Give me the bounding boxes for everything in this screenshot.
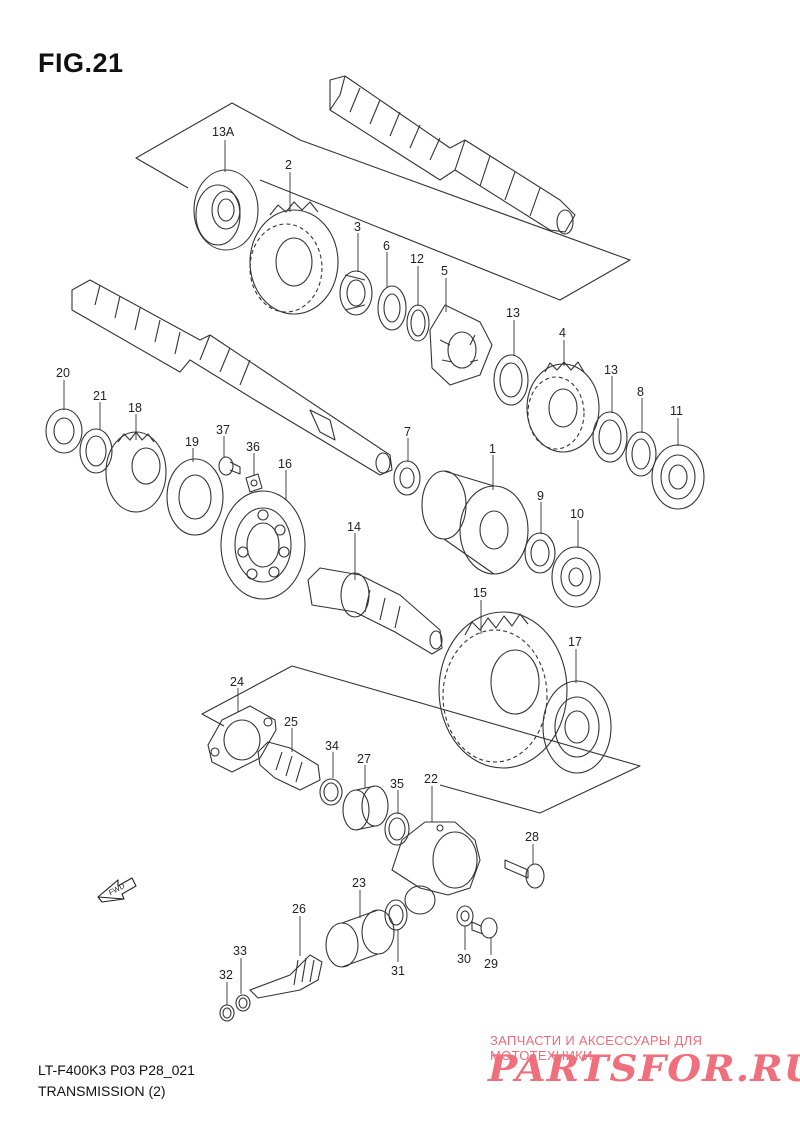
part-29-bolt [471, 917, 498, 939]
callout-35: 35 [390, 777, 404, 791]
callout-12: 12 [410, 252, 424, 266]
part-26-driven-gear [249, 954, 323, 999]
top-assembly-bracket [135, 102, 631, 301]
callout-36: 36 [246, 440, 260, 454]
callout-34: 34 [325, 739, 339, 753]
callout-4: 4 [559, 326, 566, 340]
part-13a-bearing [193, 169, 259, 251]
part-31-o-ring [384, 899, 408, 931]
part-12-circlip [406, 304, 430, 342]
figure-title: FIG.21 [38, 48, 124, 78]
callout-11: 11 [670, 404, 683, 418]
part-22-housing [391, 821, 481, 915]
part-28-bolt [504, 859, 545, 889]
callout-21: 21 [93, 389, 107, 403]
part-23-sleeve [325, 909, 395, 968]
callout-27: 27 [357, 752, 371, 766]
part-1-gear [421, 470, 529, 575]
part-13-washer-right [592, 411, 628, 463]
part-16-bearing [220, 490, 306, 600]
footer-section-title: TRANSMISSION (2) [38, 1083, 166, 1099]
part-3-bushing [339, 270, 373, 316]
part-7-washer [393, 460, 421, 496]
callout-19: 19 [185, 435, 199, 449]
callout-25: 25 [284, 715, 298, 729]
callout-33: 33 [233, 944, 247, 958]
part-34-o-ring [319, 778, 343, 806]
part-14-output-shaft [307, 567, 443, 655]
part-10-bearing [551, 546, 601, 608]
part-11-bearing [651, 444, 705, 510]
callout-16: 16 [278, 457, 292, 471]
callout-15: 15 [473, 586, 487, 600]
callout-24: 24 [230, 675, 244, 689]
callout-28: 28 [525, 830, 539, 844]
callout-2: 2 [285, 158, 292, 172]
part-24-gasket [207, 705, 277, 773]
callout-20: 20 [56, 366, 70, 380]
callout-5: 5 [441, 264, 448, 278]
callout-8: 8 [637, 385, 644, 399]
callout-13-right: 13 [604, 363, 618, 377]
footer-model-code: LT-F400K3 P03 P28_021 [38, 1062, 195, 1078]
part-37-bolt [218, 456, 241, 476]
part-35-o-ring [384, 812, 410, 846]
callout-7: 7 [404, 425, 411, 439]
bottom-assembly-bracket [201, 665, 641, 814]
part-21-washer [79, 428, 113, 474]
part-2-gear [249, 201, 339, 315]
callout-23: 23 [352, 876, 366, 890]
watermark-brand[interactable]: PARTSFOR.RU [488, 1048, 800, 1090]
callout-37: 37 [216, 423, 230, 437]
fwd-arrow-icon [97, 877, 137, 903]
callout-10: 10 [570, 507, 584, 521]
callout-18: 18 [128, 401, 142, 415]
callout-26: 26 [292, 902, 306, 916]
callout-14: 14 [347, 520, 361, 534]
part-9-washer [524, 532, 556, 574]
callout-3: 3 [354, 220, 361, 234]
part-20-seal [45, 408, 83, 454]
watermark-tagline: ЗАПЧАСТИ И АКСЕССУАРЫ ДЛЯ МОТОТЕХНИКИ [490, 1033, 703, 1063]
part-6-washer [377, 285, 407, 331]
callout-9: 9 [537, 489, 544, 503]
countershaft-top [329, 75, 576, 235]
callout-29: 29 [484, 957, 498, 971]
part-13-washer-top [493, 354, 529, 406]
leader-lines [63, 140, 679, 1005]
part-32-washer [219, 1004, 235, 1022]
part-30-washer [456, 905, 474, 927]
callout-32: 32 [219, 968, 233, 982]
part-18-sprocket [105, 431, 167, 513]
part-5-gear [429, 304, 493, 386]
part-19-washer [166, 458, 224, 536]
callout-13a: 13A [212, 125, 235, 139]
part-25-drive-gear [257, 741, 321, 791]
driveshaft-middle [71, 279, 393, 476]
callout-labels: 13A 2 3 6 12 5 13 4 13 8 11 20 21 18 19 … [56, 125, 683, 982]
callout-31: 31 [391, 964, 405, 978]
callout-1: 1 [489, 442, 496, 456]
part-8-washer [625, 431, 657, 477]
callout-6: 6 [383, 239, 390, 253]
part-33-washer [235, 994, 251, 1012]
part-4-gear [526, 361, 600, 453]
callout-17: 17 [568, 635, 582, 649]
part-17-bearing [542, 680, 612, 774]
part-36-lock-washer [245, 473, 263, 493]
callout-22: 22 [424, 772, 438, 786]
callout-13-top: 13 [506, 306, 520, 320]
callout-30: 30 [457, 952, 471, 966]
part-27-bushing [342, 785, 389, 831]
part-15-gear [438, 611, 568, 769]
